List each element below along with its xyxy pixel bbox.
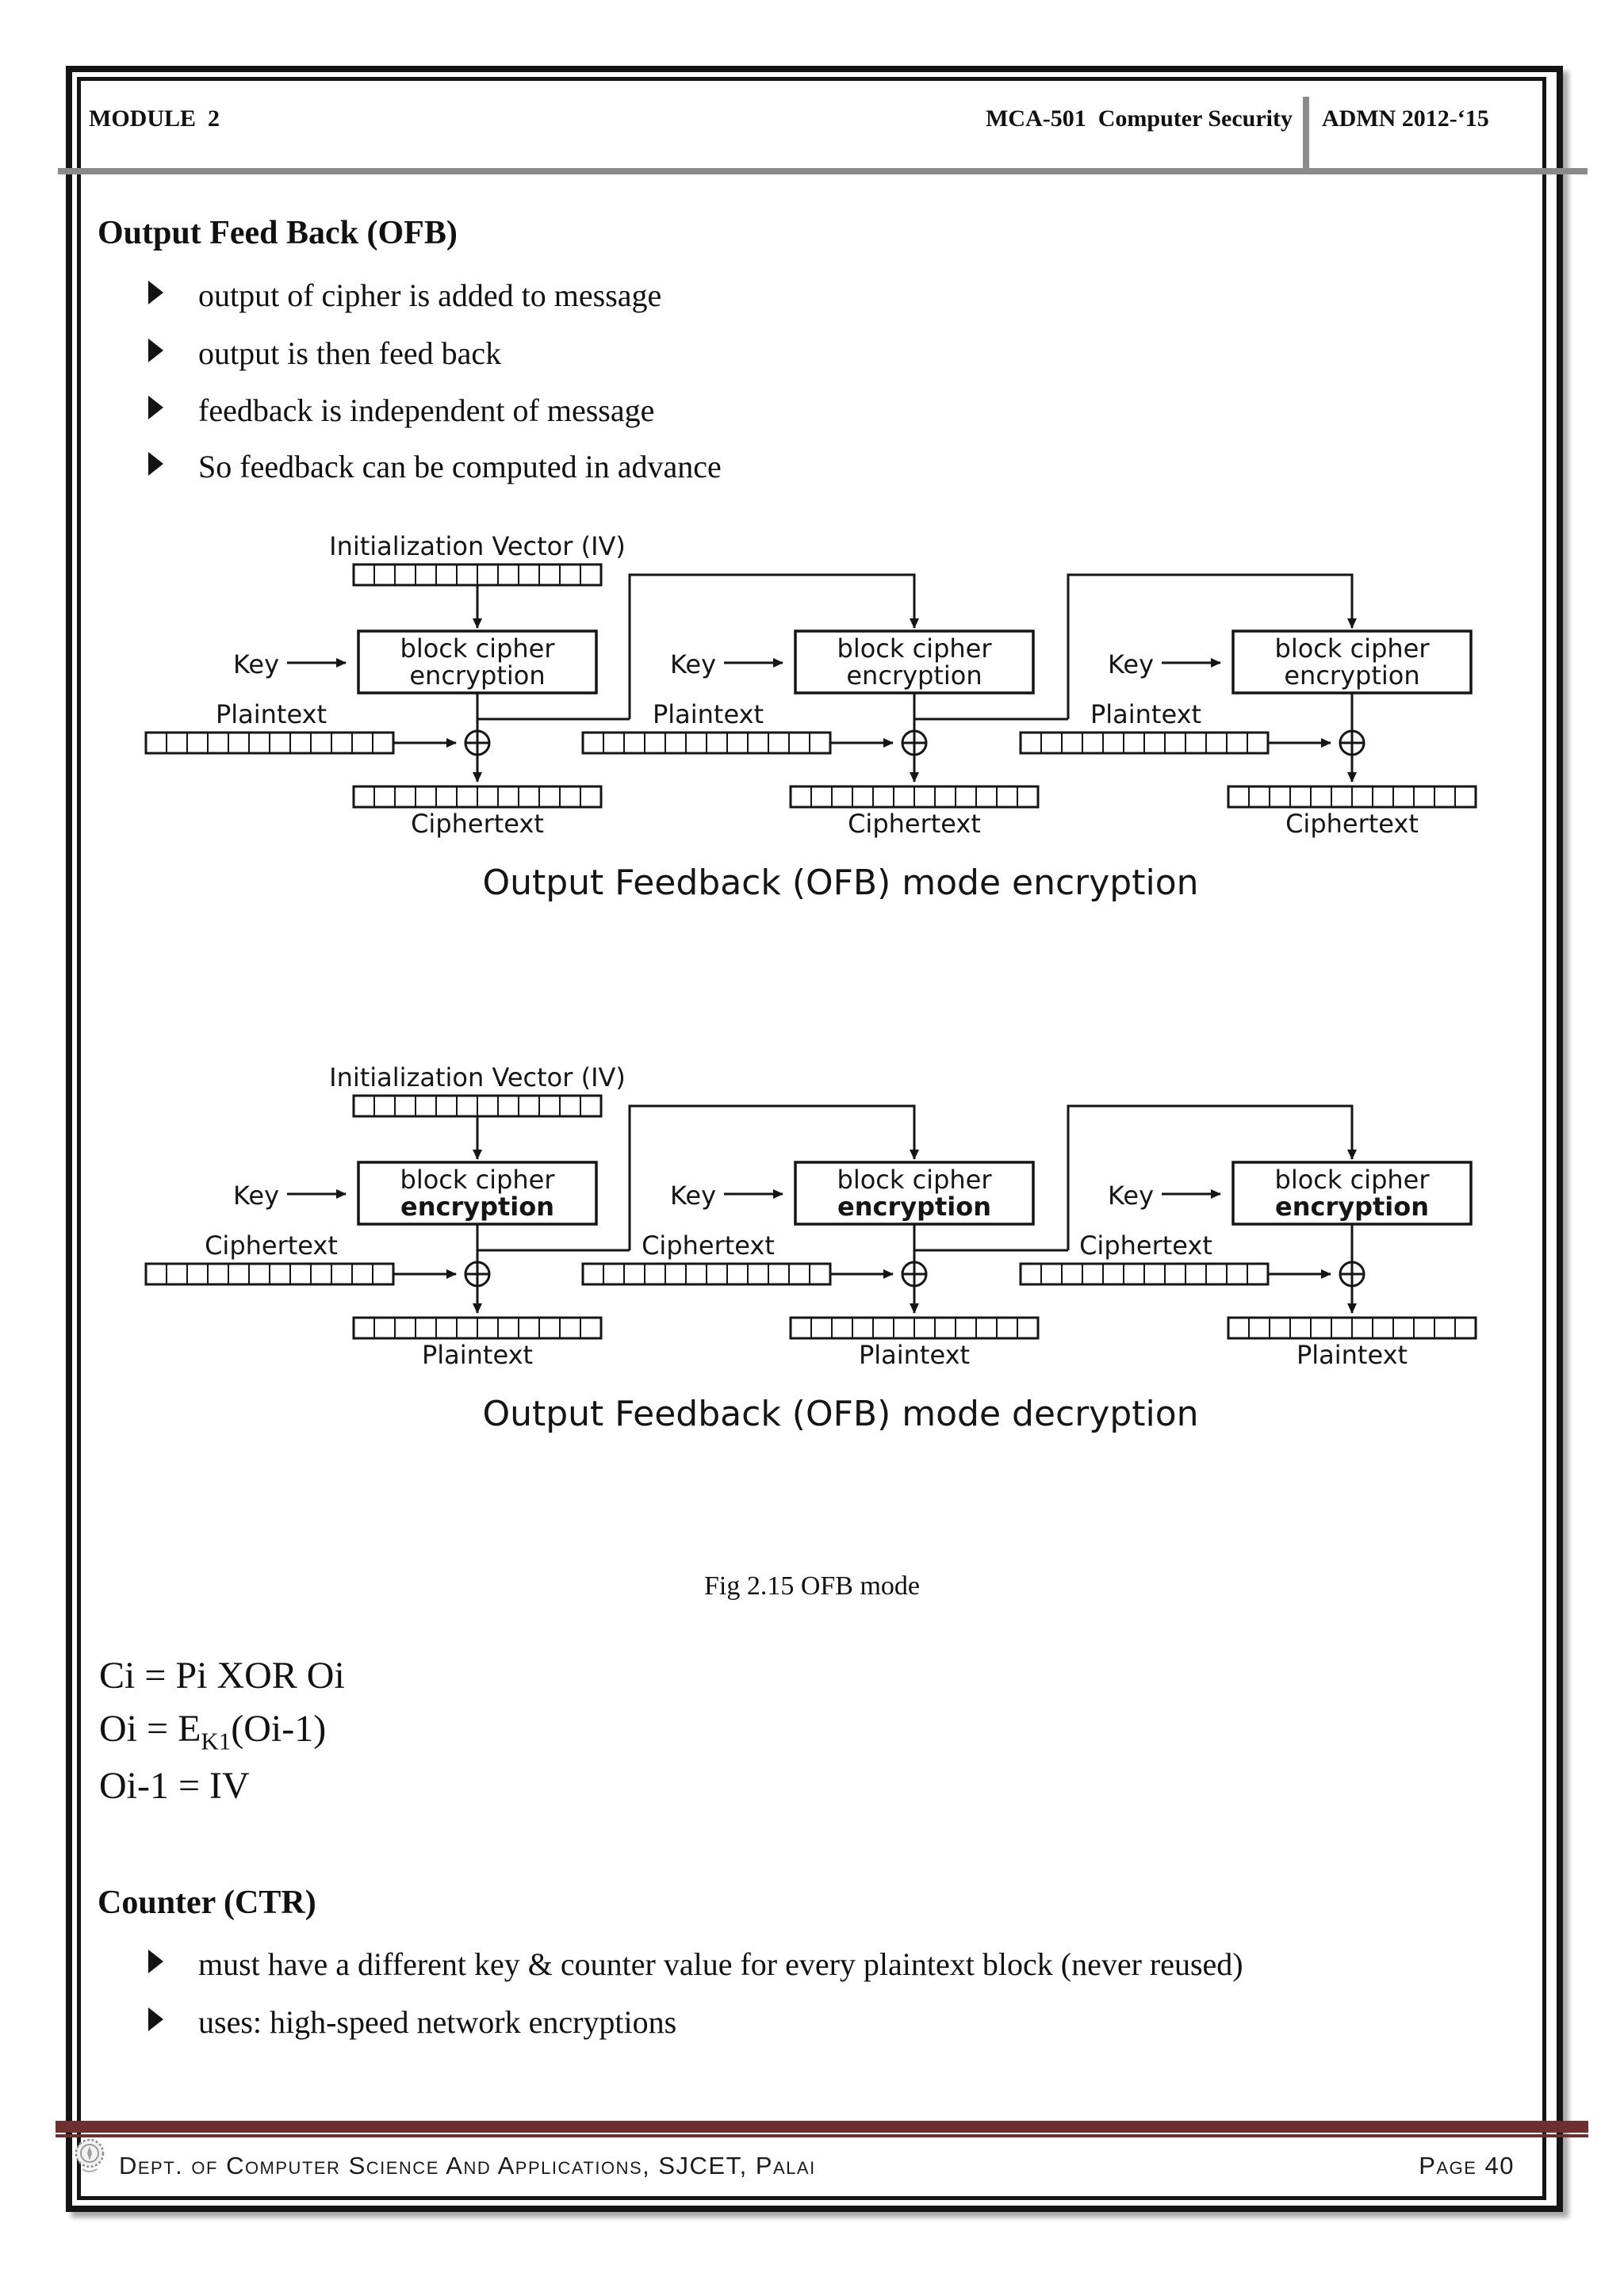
encryption-diagram-caption: Output Feedback (OFB) mode encryption	[482, 863, 1198, 903]
bullet-text: output of cipher is added to message	[198, 277, 662, 313]
bullet-text: feedback is independent of message	[198, 392, 655, 428]
output-label: Ciphertext	[1285, 809, 1419, 839]
output-register	[789, 1316, 1040, 1340]
output-label: Plaintext	[859, 1340, 970, 1370]
iv-register	[352, 1094, 603, 1118]
output-register	[352, 785, 603, 809]
iv-label: Initialization Vector (IV)	[329, 531, 626, 561]
header-admission-label: ADMN 2012-‘15	[1322, 105, 1489, 132]
ofb-section-title: Output Feed Back (OFB)	[98, 215, 458, 251]
block-cipher-box	[357, 1161, 598, 1226]
bullet-item: output of cipher is added to message	[148, 277, 661, 314]
input-register	[1019, 731, 1270, 755]
block-cipher-line1: block cipher	[1275, 633, 1431, 664]
header-vertical-divider	[1303, 97, 1309, 168]
block-cipher-box	[1231, 1161, 1473, 1226]
block-cipher-line2: encryption	[409, 660, 545, 691]
input-register	[144, 731, 395, 755]
sjcet-logo-icon	[75, 2138, 105, 2172]
bullet-text: uses: high-speed network encryptions	[198, 2004, 677, 2040]
block-cipher-line2: encryption	[846, 660, 982, 691]
bullet-text: output is then feed back	[198, 335, 502, 371]
bullet-item: uses: high-speed network encryptions	[148, 2003, 676, 2041]
bullet-text: must have a different key & counter valu…	[198, 1946, 1243, 1982]
inner-page-border	[77, 77, 1546, 2200]
input-register	[1019, 1262, 1270, 1286]
input-register	[581, 731, 832, 755]
output-label: Plaintext	[422, 1340, 533, 1370]
decryption-diagram-caption: Output Feedback (OFB) mode decryption	[482, 1394, 1198, 1434]
footer-page-number: Page 40	[1419, 2152, 1515, 2179]
input-label: Plaintext	[1090, 699, 1201, 729]
bullet-triangle-icon	[148, 452, 163, 476]
header-divider-line	[58, 168, 1588, 174]
bullet-item: So feedback can be computed in advance	[148, 448, 722, 485]
block-cipher-line2: encryption	[1284, 660, 1419, 691]
bullet-triangle-icon	[148, 2007, 163, 2031]
bullet-triangle-icon	[148, 281, 163, 304]
equation-line: Ci = Pi XOR Oi	[99, 1655, 345, 1697]
subscript: K1	[201, 1727, 232, 1755]
key-label: Key	[233, 649, 279, 679]
footer-maroon-thin-rule	[56, 2134, 1588, 2137]
bullet-triangle-icon	[148, 396, 163, 419]
block-cipher-line1: block cipher	[837, 633, 993, 664]
bullet-triangle-icon	[148, 339, 163, 362]
output-label: Plaintext	[1297, 1340, 1408, 1370]
input-label: Ciphertext	[1079, 1230, 1212, 1261]
block-cipher-line2: encryption	[400, 1192, 554, 1222]
header-module-label: MODULE 2	[89, 105, 220, 132]
output-register	[352, 1316, 603, 1340]
block-cipher-line2: encryption	[837, 1192, 991, 1222]
bullet-item: feedback is independent of message	[148, 392, 654, 429]
ctr-section-title: Counter (CTR)	[98, 1885, 316, 1921]
key-label: Key	[233, 1181, 279, 1211]
block-cipher-line1: block cipher	[1275, 1165, 1431, 1195]
output-register	[1227, 785, 1477, 809]
input-register	[144, 1262, 395, 1286]
block-cipher-line1: block cipher	[837, 1165, 993, 1195]
iv-label: Initialization Vector (IV)	[329, 1062, 626, 1093]
input-label: Ciphertext	[205, 1230, 338, 1261]
figure-caption: Fig 2.15 OFB mode	[703, 1571, 921, 1601]
output-register	[1227, 1316, 1477, 1340]
block-cipher-line2: encryption	[1275, 1192, 1429, 1222]
input-label: Plaintext	[653, 699, 764, 729]
bullet-item: output is then feed back	[148, 335, 501, 372]
output-label: Ciphertext	[848, 809, 981, 839]
output-register	[789, 785, 1040, 809]
block-cipher-box	[1231, 629, 1473, 695]
header-course-label: MCA-501 Computer Security	[986, 105, 1293, 132]
bullet-item: must have a different key & counter valu…	[148, 1946, 1243, 1983]
iv-register	[352, 563, 603, 587]
outer-page-border	[66, 66, 1563, 2212]
equation-line: Oi-1 = IV	[99, 1765, 250, 1807]
bullet-text: So feedback can be computed in advance	[198, 449, 722, 484]
input-label: Plaintext	[216, 699, 327, 729]
block-cipher-box	[794, 1161, 1035, 1226]
footer-maroon-rule	[56, 2121, 1588, 2133]
key-label: Key	[670, 1181, 716, 1211]
output-label: Ciphertext	[411, 809, 544, 839]
ofb-encryption-diagram: Initialization Vector (IV) block cipher …	[144, 531, 1477, 903]
input-register	[581, 1262, 832, 1286]
block-cipher-line1: block cipher	[400, 633, 556, 664]
bullet-triangle-icon	[148, 1950, 163, 1973]
key-label: Key	[1108, 1181, 1154, 1211]
footer-department: Dept. of Computer Science And Applicatio…	[119, 2152, 816, 2179]
input-label: Ciphertext	[642, 1230, 775, 1261]
block-cipher-line1: block cipher	[400, 1165, 556, 1195]
key-label: Key	[670, 649, 716, 679]
equation-line: Oi = EK1(Oi-1)	[99, 1708, 327, 1755]
key-label: Key	[1108, 649, 1154, 679]
ofb-decryption-diagram: Initialization Vector (IV) block cipher …	[144, 1062, 1477, 1434]
